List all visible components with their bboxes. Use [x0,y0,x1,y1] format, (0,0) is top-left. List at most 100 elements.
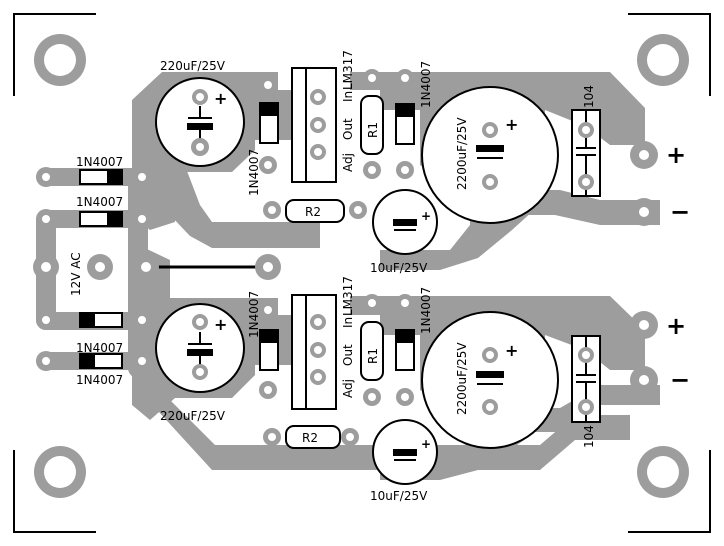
resistor-r1-top [360,95,384,155]
polarity-cap-small-top: + [421,209,431,223]
label-cap-in-top: 220uF/25V [160,59,226,73]
label-diode-bridge-2: 1N4007 [76,195,123,209]
label-diode-out-top: 1N4007 [419,61,433,108]
output-minus-top: − [670,198,690,226]
pad-bot-12 [263,428,281,446]
diode-bridge-2 [79,211,123,227]
label-pin-out-top: Out [341,118,355,140]
mounting-hole-bottom-left [34,446,86,498]
diode-reg-bottom [259,329,279,371]
pad-ac-5 [36,310,56,330]
label-cap-small-bottom: 10uF/25V [370,489,428,503]
pad-ac-8 [132,351,152,371]
label-regulator-bottom: LM317 [341,276,355,316]
pad-ac-input-b [87,254,113,280]
label-diode-reg-bottom: 1N4007 [247,291,261,338]
mounting-hole-bottom-right [637,446,689,498]
cap-input-bottom [155,303,245,393]
label-r1-bottom: R1 [366,348,380,364]
polarity-cap-in-top: + [214,89,227,108]
label-diode-out-bottom: 1N4007 [419,287,433,334]
resistor-r1-bottom [360,321,384,381]
pad-bot-10 [396,294,414,312]
pad-bot-8 [363,294,381,312]
label-regulator-top: LM317 [341,50,355,90]
label-ceramic-top: 104 [582,85,596,108]
pad-ac-input-a [33,254,59,280]
label-diode-reg-top: 1N4007 [247,149,261,196]
polarity-cap-out-bottom: + [505,341,518,360]
silkscreen [79,67,601,485]
label-pin-in-top: In [341,91,355,102]
pad-out-plus-bottom [630,311,658,339]
label-diode-bridge-1: 1N4007 [76,155,123,169]
pad-out-minus-top [630,198,658,226]
pad-out-minus-bottom [630,366,658,394]
pad-ac-3 [36,209,56,229]
polarity-cap-out-top: + [505,115,518,134]
label-cap-small-top: 10uF/25V [370,261,428,275]
mounting-holes [34,34,689,498]
output-minus-bottom: − [670,366,690,394]
pad-bot-13 [341,428,359,446]
pad-ac-7 [36,351,56,371]
label-r1-top: R1 [366,122,380,138]
label-r2-top: R2 [305,205,321,219]
polarity-cap-small-bottom: + [421,437,431,451]
label-ceramic-bottom: 104 [582,425,596,448]
pad-out-plus-top [630,141,658,169]
output-plus-bottom: + [666,312,686,340]
pad-top-11 [396,161,414,179]
diode-bridge-4 [79,353,123,369]
label-pin-out-bottom: Out [341,344,355,366]
cap-output-top [421,86,559,224]
pad-bot-4 [259,381,277,399]
label-pin-adj-top: Adj [341,153,355,172]
label-cap-in-bottom: 220uF/25V [160,409,226,423]
pad-jumper-left [133,254,159,280]
label-diode-bridge-4: 1N4007 [76,373,123,387]
pad-top-12 [263,201,281,219]
label-pin-in-bottom: In [341,317,355,328]
resistor-r2-top [285,199,345,223]
pad-jumper-right [255,254,281,280]
diode-out-top [395,103,415,145]
pad-top-3 [259,76,277,94]
diode-out-bottom [395,329,415,371]
polarity-cap-in-bottom: + [214,315,227,334]
label-r2-bottom: R2 [302,431,318,445]
label-cap-out-bottom: 2200uF/25V [455,342,469,415]
cap-small-bottom [372,419,438,485]
pad-top-8 [363,69,381,87]
label-cap-out-top: 2200uF/25V [455,117,469,190]
pad-top-4 [259,156,277,174]
cap-small-top [372,189,438,255]
component-pad-holes [196,93,590,411]
diode-bridge-3 [79,312,123,328]
pad-ac-4 [132,209,152,229]
labels: 220uF/25V 220uF/25V 10uF/25V 10uF/25V 1N… [69,50,690,503]
pad-bot-9 [363,388,381,406]
pad-ac-1 [36,167,56,187]
pad-bot-3 [259,301,277,319]
copper-pour-top-ground [138,158,320,248]
label-diode-bridge-3: 1N4007 [76,341,123,355]
pad-bot-11 [396,388,414,406]
diode-bridge-1 [79,169,123,185]
pad-ac-2 [132,167,152,187]
output-plus-top: + [666,141,686,169]
label-pin-adj-bottom: Adj [341,379,355,398]
resistor-r2-bottom [285,425,341,449]
pad-ac-6 [132,310,152,330]
label-input: 12V AC [69,252,83,296]
mounting-hole-top-left [34,34,86,86]
diode-reg-top [259,102,279,144]
cap-output-bottom [421,311,559,449]
corner-marks [13,13,711,533]
pad-top-10 [396,69,414,87]
pad-top-13 [349,201,367,219]
mounting-hole-top-right [637,34,689,86]
pad-top-9 [363,161,381,179]
